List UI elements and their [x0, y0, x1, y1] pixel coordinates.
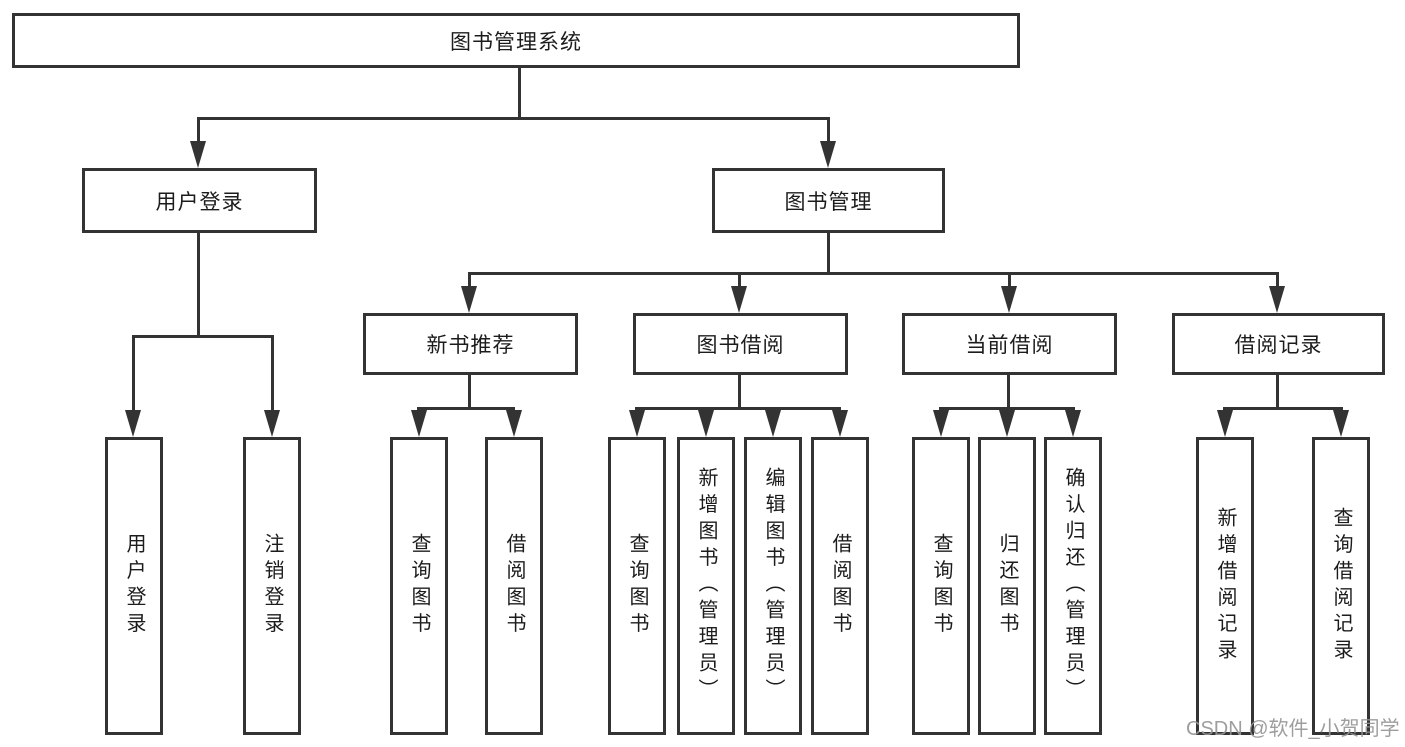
leaf-label: 编辑图书（管理员） — [762, 467, 784, 705]
node-borrow-records: 借阅记录 — [1172, 313, 1385, 375]
node-label: 图书借阅 — [696, 334, 785, 357]
node-book-borrowing: 图书借阅 — [633, 313, 848, 375]
arrow-down-icon — [1065, 410, 1081, 437]
edge-to-user-login — [197, 117, 200, 143]
node-book-management: 图书管理 — [712, 168, 945, 233]
arrow-down-icon — [264, 410, 280, 437]
arrow-down-icon — [125, 410, 141, 437]
csdn-watermark: CSDN @软件_小贺同学 — [1186, 718, 1400, 740]
leaf-label: 归还图书 — [996, 533, 1018, 639]
leaf-label: 用户登录 — [123, 533, 145, 639]
leaf-label: 查询借阅记录 — [1330, 506, 1352, 666]
leaf-current-confirm-return-admin: 确认归还（管理员） — [1044, 437, 1102, 735]
leaf-borrow-borrow-books: 借阅图书 — [811, 437, 869, 735]
edge-book-mgmt-down — [827, 233, 830, 274]
node-label: 图书管理系统 — [450, 30, 582, 54]
arrow-down-icon — [1333, 410, 1349, 437]
leaf-label: 注销登录 — [261, 533, 283, 639]
leaf-records-add-record: 新增借阅记录 — [1196, 437, 1254, 735]
edge-to-book-borrow — [738, 272, 741, 289]
edge-current-borrow-span — [939, 407, 1075, 410]
leaf-borrow-query-books: 查询图书 — [608, 437, 666, 735]
edge-to-borrow-records — [1276, 272, 1279, 289]
edge-to-current-borrow — [1008, 272, 1011, 289]
leaf-label: 借阅图书 — [829, 533, 851, 639]
arrow-down-icon — [190, 141, 206, 168]
edge-root-down — [518, 68, 521, 119]
node-label: 用户登录 — [155, 190, 244, 214]
edge-level3-span — [468, 272, 1279, 275]
node-label: 新书推荐 — [426, 334, 515, 357]
leaf-label: 新增借阅记录 — [1214, 506, 1236, 666]
arrow-down-icon — [832, 410, 848, 437]
arrow-down-icon — [506, 410, 522, 437]
arrow-down-icon — [461, 286, 477, 313]
leaf-borrow-edit-books-admin: 编辑图书（管理员） — [744, 437, 802, 735]
leaf-newbook-borrow-books: 借阅图书 — [485, 437, 543, 735]
node-user-login: 用户登录 — [82, 168, 317, 233]
leaf-logout-login: 注销登录 — [243, 437, 301, 735]
arrow-down-icon — [999, 410, 1015, 437]
edge-new-books-down — [468, 375, 471, 410]
leaf-label: 借阅图书 — [503, 533, 525, 639]
node-label: 图书管理 — [784, 190, 873, 214]
leaf-current-return-books: 归还图书 — [978, 437, 1036, 735]
arrow-down-icon — [1269, 286, 1285, 313]
edge-level2-span — [197, 117, 830, 120]
arrow-down-icon — [629, 410, 645, 437]
leaf-records-query-record: 查询借阅记录 — [1312, 437, 1370, 735]
edge-to-leaf-logout — [271, 335, 274, 412]
arrow-down-icon — [698, 410, 714, 437]
leaf-newbook-query-books: 查询图书 — [390, 437, 448, 735]
leaf-current-query-books: 查询图书 — [912, 437, 970, 735]
edge-to-book-mgmt — [827, 117, 830, 143]
leaf-label: 查询图书 — [626, 533, 648, 639]
arrow-down-icon — [411, 410, 427, 437]
leaf-user-login: 用户登录 — [105, 437, 163, 735]
arrow-down-icon — [765, 410, 781, 437]
edge-new-books-span — [417, 407, 515, 410]
edge-user-login-span — [132, 335, 274, 338]
arrow-down-icon — [1001, 286, 1017, 313]
leaf-label: 新增图书（管理员） — [695, 467, 717, 705]
arrow-down-icon — [820, 141, 836, 168]
leaf-label: 查询图书 — [408, 533, 430, 639]
edge-to-leaf-user-login — [132, 335, 135, 412]
leaf-label: 查询图书 — [930, 533, 952, 639]
edge-user-login-down — [197, 233, 200, 337]
arrow-down-icon — [731, 286, 747, 313]
edge-to-new-books — [468, 272, 471, 289]
edge-book-borrow-span — [635, 407, 841, 410]
edge-book-borrow-down — [738, 375, 741, 410]
node-new-book-recommend: 新书推荐 — [363, 313, 578, 375]
node-current-borrowing: 当前借阅 — [902, 313, 1117, 375]
edge-current-borrow-down — [1007, 375, 1010, 410]
node-root-system: 图书管理系统 — [12, 13, 1020, 68]
node-label: 借阅记录 — [1234, 334, 1323, 357]
arrow-down-icon — [1217, 410, 1233, 437]
leaf-label: 确认归还（管理员） — [1062, 467, 1084, 705]
arrow-down-icon — [933, 410, 949, 437]
edge-borrow-records-span — [1223, 407, 1343, 410]
edge-borrow-records-down — [1276, 375, 1279, 410]
leaf-borrow-add-books-admin: 新增图书（管理员） — [677, 437, 735, 735]
node-label: 当前借阅 — [965, 334, 1054, 357]
